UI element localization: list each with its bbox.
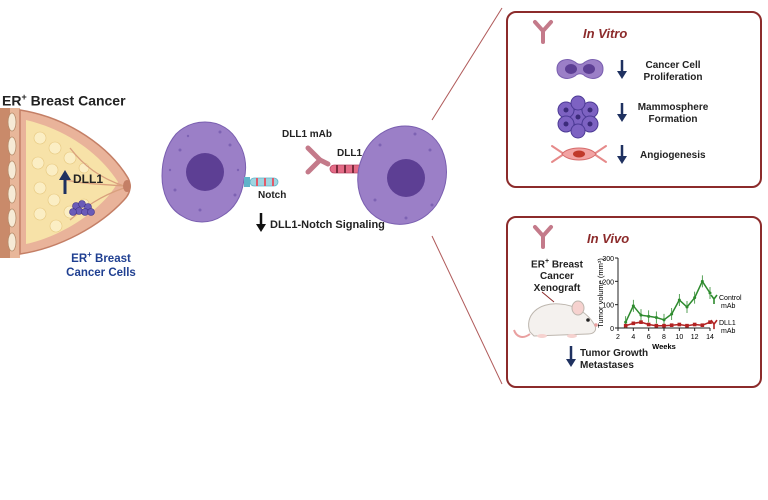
data-point (639, 313, 643, 317)
data-point (654, 316, 658, 319)
data-point (677, 322, 682, 327)
down-arrow-icon (566, 346, 576, 367)
legend-antibody-icon (710, 319, 718, 330)
legend-label: DLL1 (719, 320, 736, 327)
x-tick-label: 4 (631, 334, 635, 341)
y-tick-label: 0 (610, 326, 614, 333)
x-axis-label: Weeks (652, 342, 676, 351)
x-tick-label: 14 (706, 334, 714, 341)
data-point (692, 322, 697, 327)
breast-illustration (0, 108, 131, 258)
data-point (639, 320, 643, 324)
data-point (623, 323, 628, 328)
x-tick-label: 10 (675, 334, 683, 341)
series-line-0 (625, 279, 711, 323)
data-point (654, 323, 659, 328)
legend-label: Control (719, 295, 742, 302)
legend-label: mAb (721, 303, 736, 310)
antibody-icon (533, 225, 553, 249)
er-cells-label: ER+ Breast Cancer Cells (66, 250, 136, 279)
dll1-antibody (305, 145, 331, 175)
data-point (662, 318, 666, 322)
in-vitro-title: In Vitro (583, 26, 628, 41)
y-tick-label: 300 (602, 256, 614, 263)
down-arrow-icon (617, 145, 627, 164)
down-arrow-icon (256, 213, 266, 232)
left-cancer-cell (161, 121, 247, 223)
endothelial-cell-icon (551, 145, 607, 163)
data-point (646, 322, 651, 327)
dll1-mab-label: DLL1 mAb (282, 129, 332, 140)
legend-label: mAb (721, 328, 736, 335)
dividing-cell-icon (556, 59, 604, 79)
notch-receptor (244, 177, 279, 187)
x-tick-label: 6 (647, 334, 651, 341)
down-arrow-icon (617, 103, 627, 122)
x-tick-label: 12 (691, 334, 699, 341)
antibody-icon (533, 20, 553, 44)
signaling-illustration (161, 121, 447, 225)
data-point (700, 279, 704, 283)
data-point (631, 321, 636, 326)
angiogenesis-label: Angiogenesis (640, 150, 706, 161)
dll1-middle-label: DLL1 (337, 148, 362, 159)
data-point (647, 314, 651, 318)
y-tick-label: 200 (602, 279, 614, 286)
xenograft-label: ER+ Breast Cancer Xenograft (531, 258, 583, 295)
x-tick-label: 2 (616, 334, 620, 341)
signaling-label: DLL1-Notch Signaling (270, 219, 385, 231)
data-point (677, 298, 681, 302)
legend-antibody-icon (710, 294, 718, 304)
y-tick-label: 100 (602, 303, 614, 310)
data-point (669, 323, 674, 327)
in-vivo-panel (506, 216, 762, 388)
x-tick-label: 8 (662, 334, 666, 341)
left-title: ER+ Breast Cancer (2, 92, 126, 109)
y-axis-label: Tumor volume (mm³) (596, 258, 605, 328)
mouse-icon (513, 291, 598, 338)
in-vitro-panel (506, 11, 762, 188)
data-point (708, 291, 712, 295)
data-point (631, 304, 635, 308)
data-point (624, 320, 628, 324)
data-point (670, 312, 674, 316)
data-point (700, 323, 705, 327)
dll1-left-label: DLL1 (73, 172, 103, 186)
in-vivo-title: In Vivo (587, 231, 630, 246)
data-point (662, 323, 666, 328)
notch-label: Notch (258, 190, 287, 201)
right-cancer-cell (357, 125, 447, 225)
mammosphere-icon (557, 95, 599, 139)
down-arrow-icon (617, 60, 627, 79)
data-point (693, 296, 697, 300)
series-line-1 (625, 321, 711, 327)
data-point (685, 305, 689, 309)
data-point (708, 320, 712, 324)
data-point (685, 323, 689, 328)
